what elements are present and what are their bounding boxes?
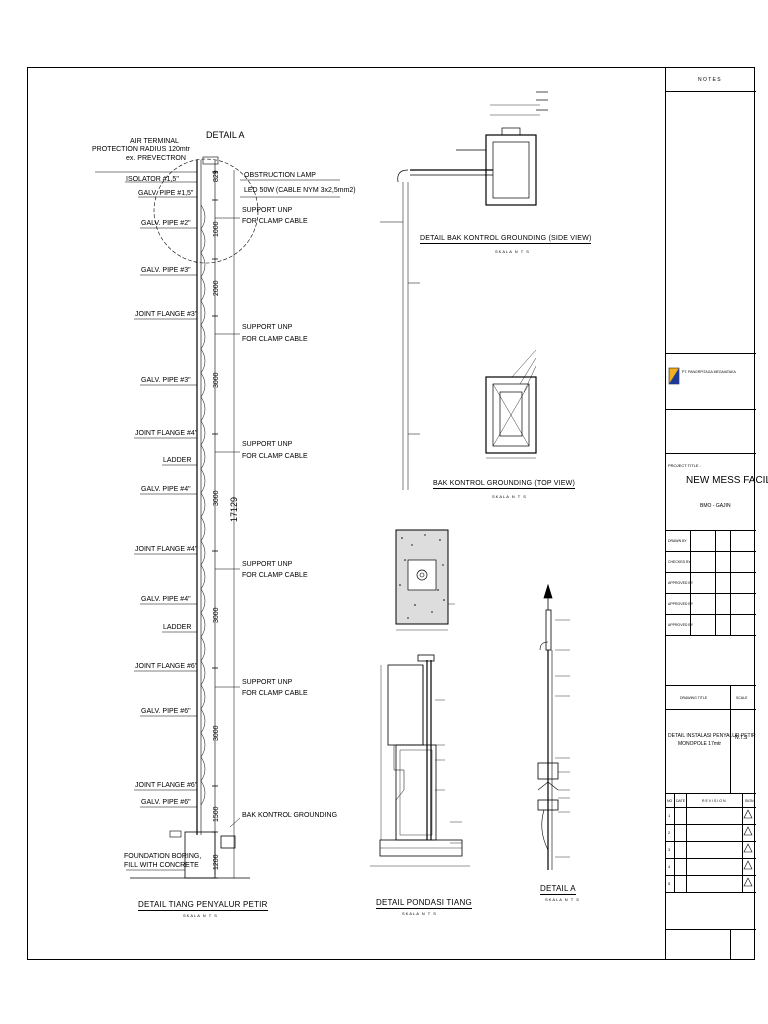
revision-triangles xyxy=(743,809,753,887)
joint-flange-6a-label: JOINT FLANGE #6" xyxy=(135,663,198,670)
sign-row-drawn: DRAWN BY xyxy=(668,539,687,543)
detail-a-drawing xyxy=(537,583,570,870)
scale-label: SCALE xyxy=(736,696,748,700)
main-pole-title: DETAIL TIANG PENYALUR PETIR xyxy=(138,900,268,911)
bak-kontrol-label: BAK KONTROL GROUNDING xyxy=(242,812,338,819)
galv-pipe-2b-label: GALV. PIPE #3" xyxy=(141,267,191,274)
bak-side-view-title: DETAIL BAK KONTROL GROUNDING (SIDE VIEW) xyxy=(420,235,592,244)
pondasi-section-drawing xyxy=(370,654,470,867)
pondasi-title: DETAIL PONDASI TIANG xyxy=(376,898,472,909)
project-name: NEW MESS FACILITY xyxy=(686,475,768,486)
joint-flange-4b-label: JOINT FLANGE #4" xyxy=(135,546,198,553)
air-terminal-label-2: PROTECTION RADIUS 120mtr xyxy=(92,146,191,153)
dim-3000-d: 3000 xyxy=(213,725,220,741)
rev-header-no: NO xyxy=(667,799,673,803)
support-unp-label-5b: FOR CLAMP CABLE xyxy=(242,690,308,697)
ladder-1-label: LADDER xyxy=(163,457,192,464)
drawing-title-line-1: DETAIL INSTALASI PENYALUR PETIR xyxy=(668,733,756,739)
galv-pipe-4a-label: GALV. PIPE #4" xyxy=(141,486,191,493)
isolator-label: ISOLATOR #1,5" xyxy=(126,176,179,183)
pondasi-scale: SKALA N T S xyxy=(402,911,437,916)
detail-a-label: DETAIL A xyxy=(206,130,245,140)
pondasi-plan-drawing xyxy=(395,529,455,631)
galv-pipe-2-label: GALV. PIPE #2" xyxy=(141,220,191,227)
rev-number-2: 2 xyxy=(668,830,671,835)
title-block: N O T E S PT. PANGRPITAGA MEGAIATAKA PRO… xyxy=(665,67,768,960)
rev-header-revision: R E V I S I O N xyxy=(702,799,726,803)
foundation-label-2: FILL WITH CONCRETE xyxy=(124,862,199,869)
dim-829: 829 xyxy=(213,170,220,182)
drawing-title-line-2: MONOPOLE 17mtr xyxy=(678,741,722,747)
drawing-sheet-border xyxy=(27,67,755,960)
foundation-label-1: FOUNDATION BORING, xyxy=(124,853,202,860)
galv-pipe-6b-label: GALV. PIPE #6" xyxy=(141,799,191,806)
sign-row-approved-1: APPROVED BY xyxy=(668,581,694,585)
obstruction-lamp-label-1: OBSTRUCTION LAMP xyxy=(244,172,316,179)
dim-total: 17129 xyxy=(229,496,239,522)
support-unp-label-3a: SUPPORT UNP xyxy=(242,441,293,448)
dim-1000: 1000 xyxy=(213,221,220,237)
joint-flange-3-label: JOINT FLANGE #3" xyxy=(135,311,198,318)
air-terminal-label-3: ex. PREVECTRON xyxy=(126,155,186,162)
dim-2000: 2000 xyxy=(213,280,220,296)
dim-3000-c: 3000 xyxy=(213,607,220,623)
bak-top-view-drawing xyxy=(485,349,537,459)
detail-a-circle xyxy=(153,158,259,264)
rev-number-3: 3 xyxy=(668,847,671,852)
support-unp-label-4a: SUPPORT UNP xyxy=(242,561,293,568)
support-unp-label-2b: FOR CLAMP CABLE xyxy=(242,336,308,343)
air-terminal-label-1: AIR TERMINAL xyxy=(130,138,179,145)
dim-3000-b: 3000 xyxy=(213,490,220,506)
galv-pipe-1-5-label: GALV. PIPE #1,5" xyxy=(138,190,194,197)
obstruction-lamp-label-2: LED 50W (CABLE NYM 3x2,5mm2) xyxy=(244,187,356,194)
leader-lines xyxy=(95,171,340,871)
sign-row-checked: CHECKED BY xyxy=(668,560,691,564)
drawing-title-label: DRAWING TITLE xyxy=(680,696,708,700)
rev-header-date: DATE xyxy=(676,799,686,803)
support-unp-label-3b: FOR CLAMP CABLE xyxy=(242,453,308,460)
detail-a-scale: SKALA N T S xyxy=(545,897,580,902)
joint-flange-4a-label: JOINT FLANGE #4" xyxy=(135,430,198,437)
bak-side-view-drawing xyxy=(380,91,548,490)
support-unp-label-4b: FOR CLAMP CABLE xyxy=(242,572,308,579)
project-location: BMO - GAJIN xyxy=(700,503,731,509)
dim-1500: 1500 xyxy=(213,806,220,822)
bak-side-view-scale: SKALA N T S xyxy=(495,249,530,254)
notes-header: N O T E S xyxy=(698,77,721,83)
joint-flange-6b-label: JOINT FLANGE #6" xyxy=(135,782,198,789)
scale-value: N.T.S xyxy=(735,735,748,741)
rev-number-5: 5 xyxy=(668,881,671,886)
dim-3000-a: 3000 xyxy=(213,372,220,388)
bak-top-view-title: BAK KONTROL GROUNDING (TOP VIEW) xyxy=(433,480,576,489)
sign-row-approved-2: APPROVED BY xyxy=(668,602,694,606)
dim-1200: 1200 xyxy=(213,854,220,870)
company-name: PT. PANGRPITAGA MEGAIATAKA xyxy=(682,370,736,374)
support-unp-label-1a: SUPPORT UNP xyxy=(242,207,293,214)
main-pole-scale: SKALA N T S xyxy=(183,913,218,918)
project-title-label: PROJECT TITLE : xyxy=(668,463,701,468)
bak-top-view-scale: SKALA N T S xyxy=(492,494,527,499)
company-logo-icon xyxy=(668,367,680,385)
galv-pipe-4b-label: GALV. PIPE #4" xyxy=(141,596,191,603)
support-unp-label-1b: FOR CLAMP CABLE xyxy=(242,218,308,225)
support-unp-label-5a: SUPPORT UNP xyxy=(242,679,293,686)
galv-pipe-3-label: GALV. PIPE #3" xyxy=(141,377,191,384)
rev-number-4: 4 xyxy=(668,864,671,869)
detail-a-title: DETAIL A xyxy=(540,884,576,895)
sign-row-approved-3: APPROVED BY xyxy=(668,623,694,627)
galv-pipe-6a-label: GALV. PIPE #6" xyxy=(141,708,191,715)
support-unp-label-2a: SUPPORT UNP xyxy=(242,324,293,331)
bak-kontrol-symbol xyxy=(220,835,236,849)
rev-header-sign: SIGN xyxy=(745,799,754,803)
ladder-2-label: LADDER xyxy=(163,624,192,631)
rev-number-1: 1 xyxy=(668,813,671,818)
